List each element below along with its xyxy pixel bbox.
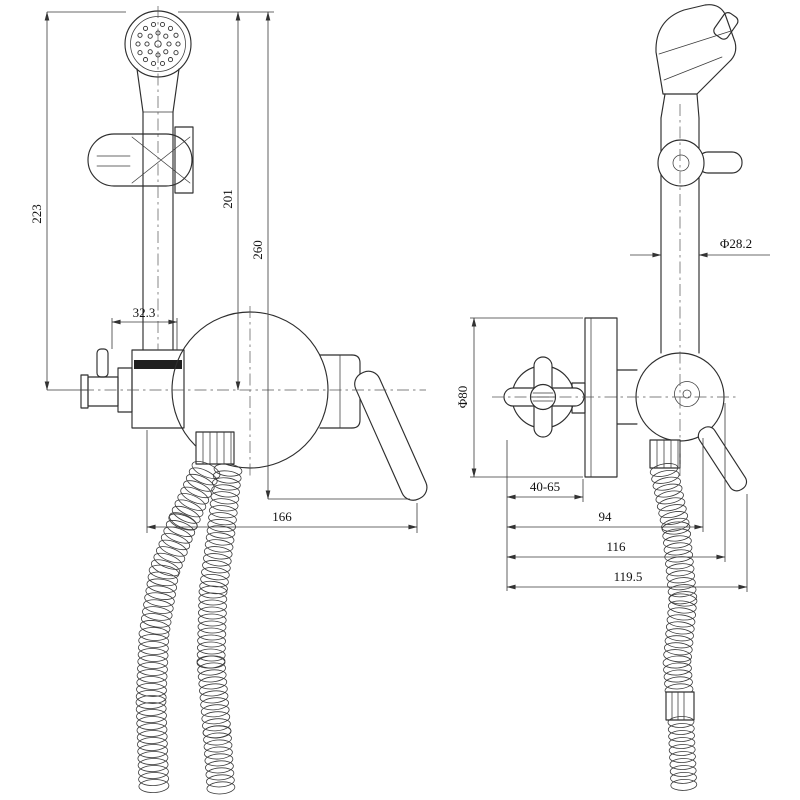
dim-201: 201 xyxy=(220,11,241,391)
dim-label-94: 94 xyxy=(599,509,613,524)
dim-label-116: 116 xyxy=(606,539,626,554)
dim-label-201: 201 xyxy=(220,189,235,209)
shower-hose-right xyxy=(196,463,243,795)
dim-label-119-5: 119.5 xyxy=(614,569,643,584)
sprayer-head-side xyxy=(655,4,739,95)
holder-knob xyxy=(657,139,743,187)
shower-hose-side-upper xyxy=(649,463,698,697)
hose-connector-nut xyxy=(195,431,235,465)
centerlines xyxy=(82,6,738,478)
dim-label-diameter-80: Φ80 xyxy=(455,386,470,409)
hose-nut-side xyxy=(649,439,681,469)
dim-32-3: 32.3 xyxy=(111,305,178,350)
dim-116: 116 xyxy=(506,403,726,562)
front-view xyxy=(80,10,428,795)
sprayer-handle xyxy=(142,111,174,351)
dimension-annotations: 223 201 260 32.3 166 xyxy=(29,11,770,592)
control-lever xyxy=(354,370,428,501)
dim-label-diameter-28-2: Φ28.2 xyxy=(720,236,752,251)
dim-80: Φ80 xyxy=(455,317,583,478)
dim-label-260: 260 xyxy=(250,240,265,260)
dim-label-223: 223 xyxy=(29,204,44,224)
dim-260: 260 xyxy=(250,11,271,500)
dim-119-5: 119.5 xyxy=(506,494,748,592)
dim-40-65: 40-65 xyxy=(506,440,584,591)
dim-28-2: Φ28.2 xyxy=(630,236,770,258)
wall-bracket xyxy=(87,126,194,194)
spray-nozzle-holes xyxy=(135,21,181,67)
shower-hose-left xyxy=(135,461,221,793)
side-view xyxy=(503,4,748,791)
dim-label-32-3: 32.3 xyxy=(133,305,156,320)
dim-label-40-65: 40-65 xyxy=(530,479,560,494)
dim-166: 166 xyxy=(146,430,418,533)
hose-fitting xyxy=(665,691,695,721)
dim-223: 223 xyxy=(29,11,50,391)
lever-side xyxy=(697,426,748,492)
water-outlet-spout xyxy=(80,348,185,429)
dim-label-166: 166 xyxy=(272,509,292,524)
wall-plate xyxy=(584,317,638,478)
shower-hose-side-lower xyxy=(667,716,698,791)
dim-94: 94 xyxy=(506,438,704,532)
